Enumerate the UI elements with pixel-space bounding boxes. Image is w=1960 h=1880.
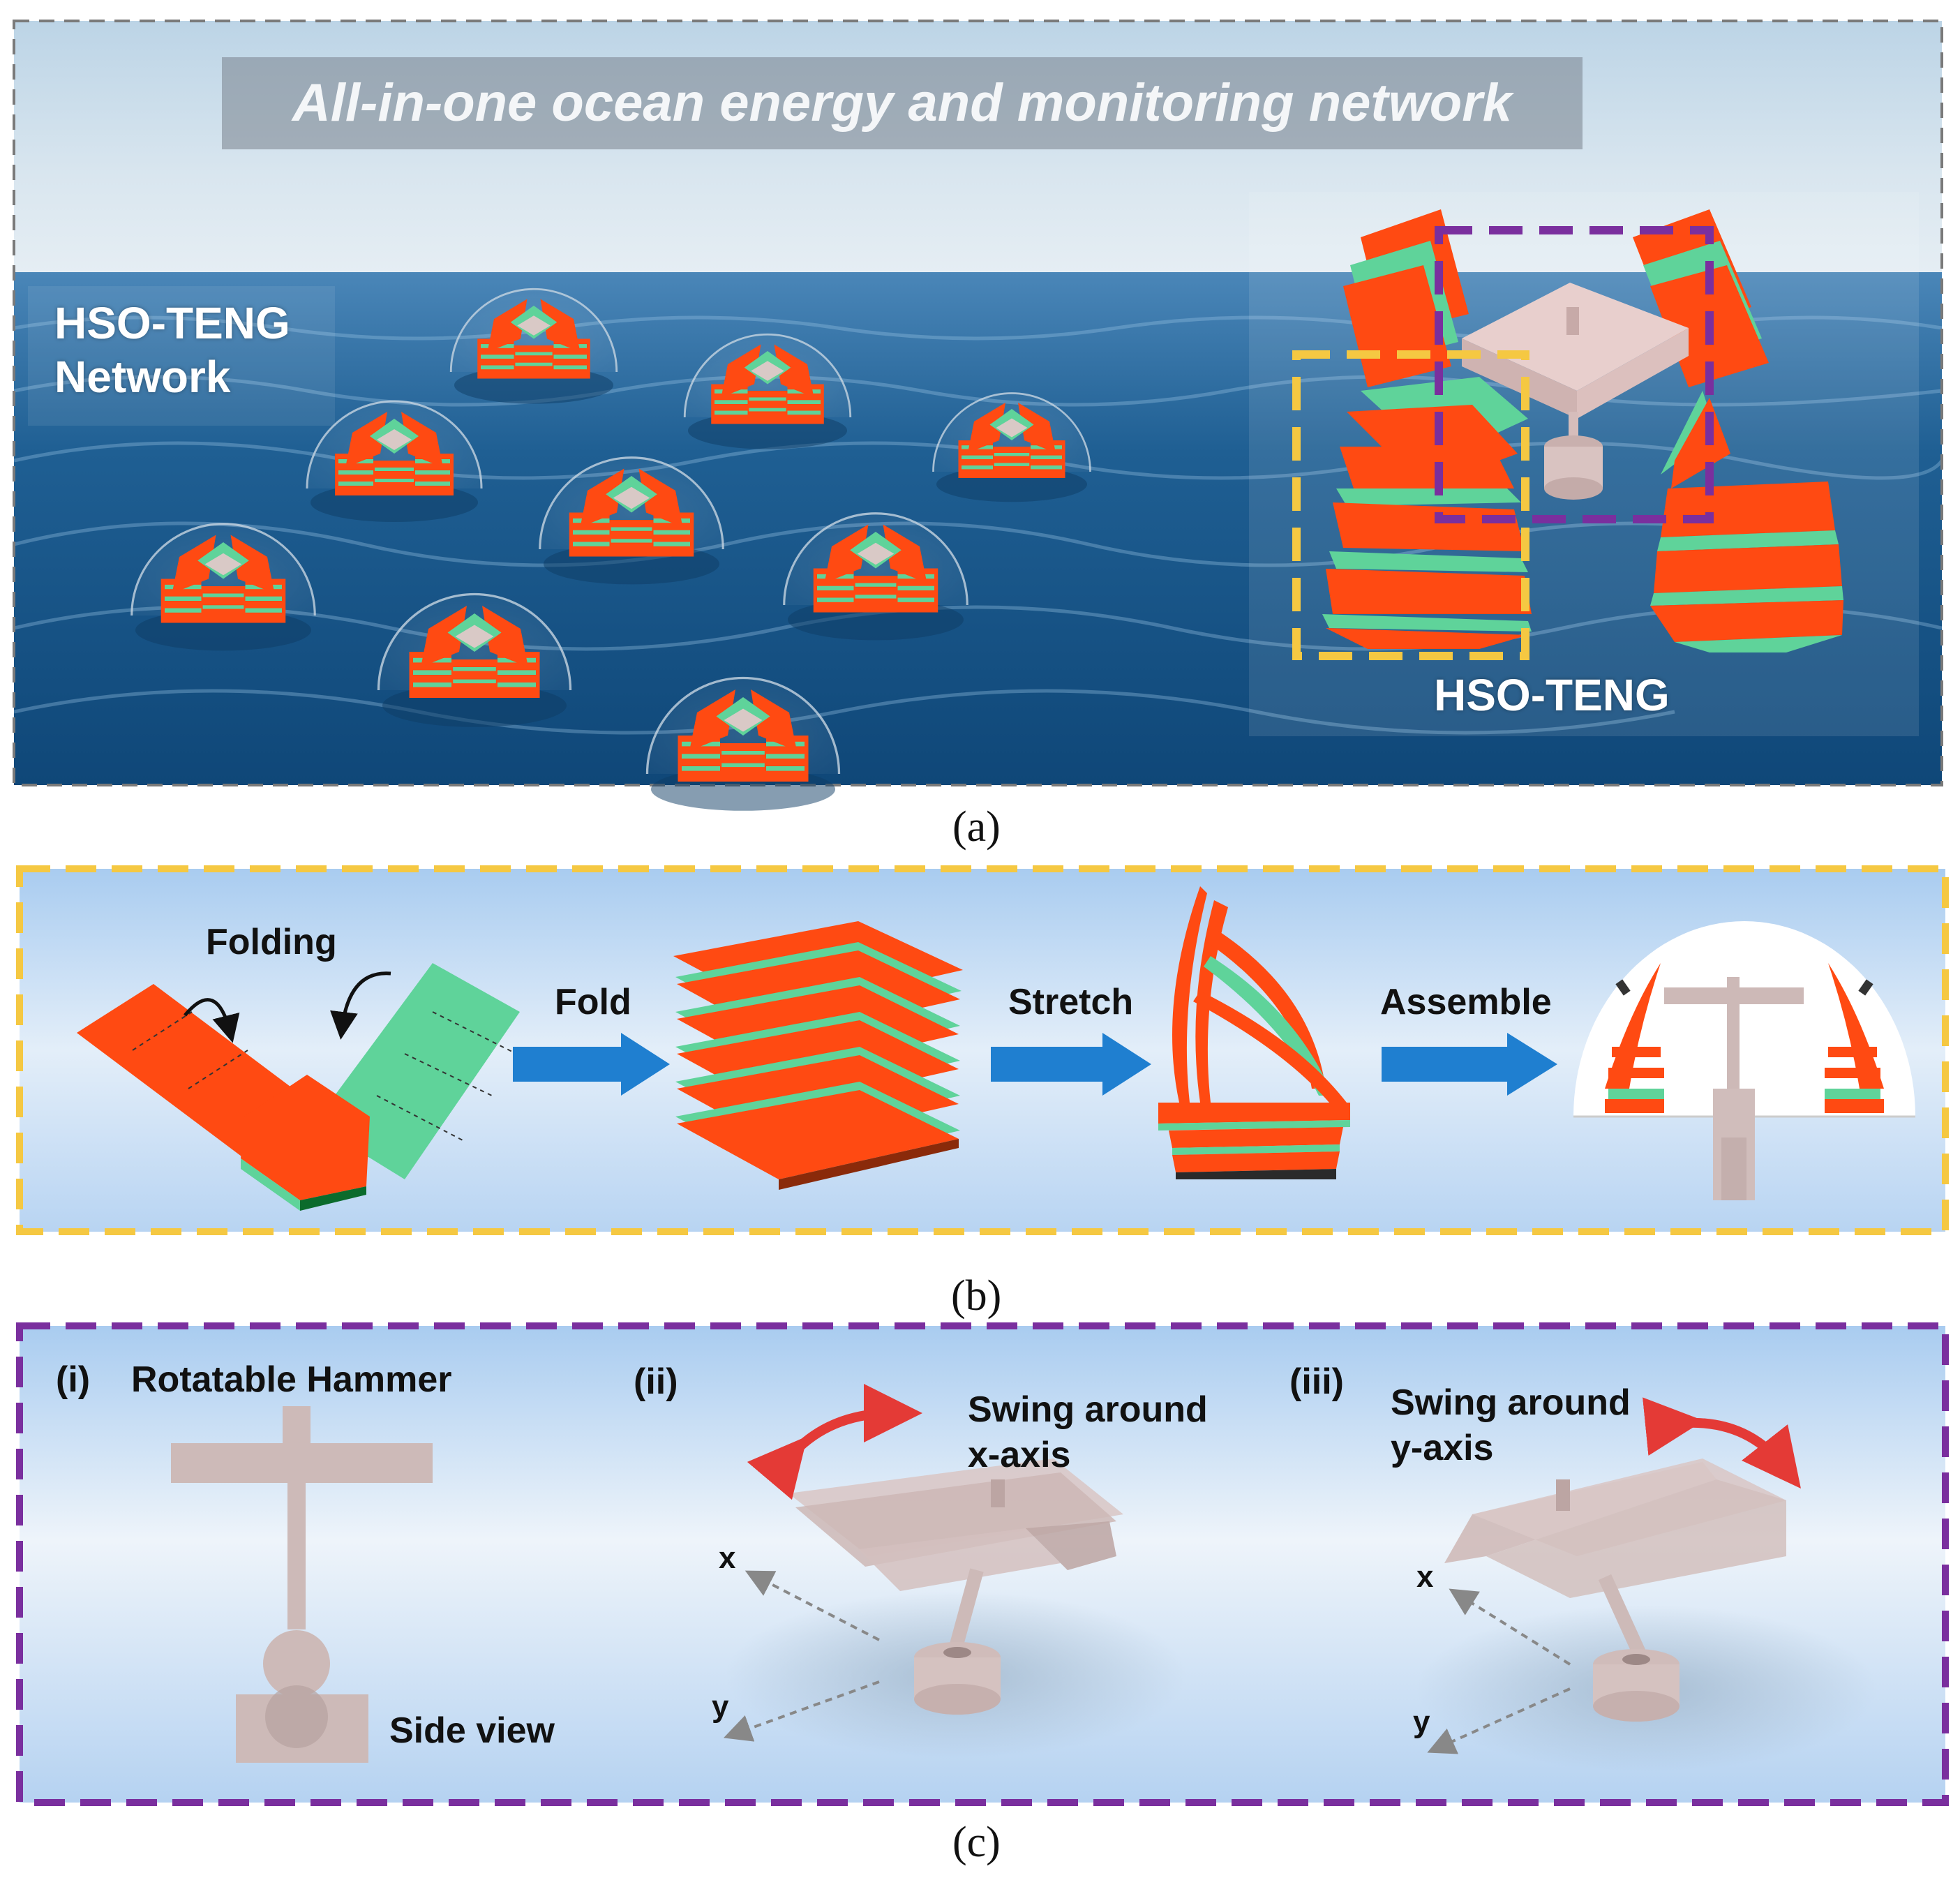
axis-y-label-iii: y [1413, 1705, 1430, 1739]
folding-strip [77, 963, 520, 1211]
title-banner [222, 57, 1583, 149]
sub-iii-title: Swing around y-axis [1391, 1380, 1631, 1471]
folding-label: Folding [206, 922, 337, 962]
hso-teng-device [1322, 209, 1843, 652]
network-label-line2: Network [54, 351, 231, 402]
sub-i-tag: (i) [56, 1359, 91, 1400]
sub-i-title: Rotatable Hammer [131, 1359, 452, 1400]
sub-iii-tag: (iii) [1289, 1361, 1344, 1402]
sub-iii-title-line2: y-axis [1391, 1428, 1494, 1468]
fold-label: Fold [555, 982, 631, 1022]
panel-b-frame [16, 865, 1949, 1235]
sub-iii-title-line1: Swing around [1391, 1382, 1631, 1423]
caption-c: (c) [952, 1819, 1001, 1866]
panel-a-frame [13, 20, 1943, 786]
panel-a-title: All-in-one ocean energy and monitoring n… [292, 73, 1513, 133]
axis-y-label-ii: y [712, 1689, 729, 1724]
sub-ii-title-line2: x-axis [968, 1435, 1071, 1475]
caption-a: (a) [952, 803, 1001, 851]
folded-stack [673, 921, 963, 1190]
device-label: HSO-TENG [1434, 670, 1670, 720]
process-arrows [513, 1033, 1557, 1096]
network-label: HSO-TENG Network [54, 297, 290, 404]
panel-c-frame [16, 1322, 1949, 1806]
stretch-label: Stretch [1008, 982, 1134, 1022]
hammer-swing-y [1416, 1397, 1877, 1773]
axis-x-label-iii: x [1416, 1560, 1434, 1594]
sub-ii-title: Swing around x-axis [968, 1387, 1208, 1478]
hammer-side-view [171, 1406, 433, 1763]
purple-inset-box [1435, 226, 1714, 523]
hammer-swing-x [723, 1384, 1186, 1759]
caption-b: (b) [951, 1272, 1002, 1320]
assembled-device [1573, 921, 1915, 1200]
side-view-label: Side view [389, 1710, 555, 1751]
yellow-inset-box [1292, 350, 1529, 660]
network-label-line1: HSO-TENG [54, 298, 290, 348]
stretched-stack [1158, 886, 1350, 1179]
axis-x-label-ii: x [719, 1541, 736, 1575]
assemble-label: Assemble [1380, 982, 1552, 1022]
sub-ii-title-line1: Swing around [968, 1389, 1208, 1430]
sub-ii-tag: (ii) [634, 1361, 678, 1402]
